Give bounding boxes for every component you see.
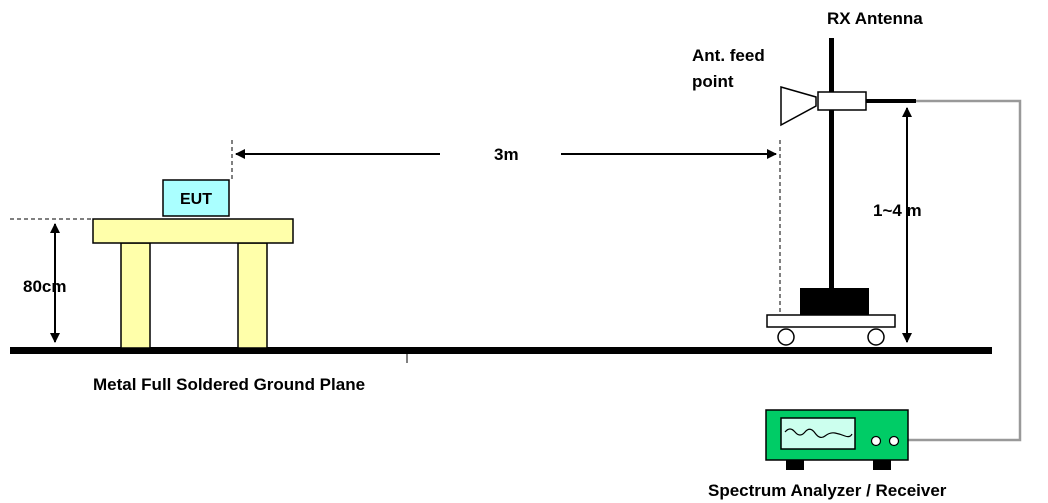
antenna-height-label: 1~4 m: [873, 201, 922, 220]
cart-wheel-right: [867, 328, 885, 346]
distance-label: 3m: [494, 145, 519, 164]
analyzer-screen: [780, 417, 856, 450]
ant-feed-label-line1: Ant. feed: [692, 46, 765, 65]
mast-base-block: [800, 288, 869, 315]
horn-antenna-icon: [780, 86, 817, 127]
analyzer-foot-left: [786, 459, 804, 470]
rx-horn-antenna: [780, 86, 916, 127]
cart-wheel-left: [777, 328, 795, 346]
spectrum-analyzer: [765, 409, 909, 470]
table-leg-left: [120, 242, 151, 349]
ground-plane-label: Metal Full Soldered Ground Plane: [93, 375, 365, 394]
analyzer-foot-right: [873, 459, 891, 470]
ground-plane: [10, 347, 992, 354]
ant-feed-label-line2: point: [692, 72, 734, 91]
eut-label: EUT: [180, 191, 212, 208]
rf-cable: [903, 99, 1022, 442]
test-table: [92, 218, 294, 349]
antenna-mast-assembly: [766, 38, 896, 346]
analyzer-knob-left: [870, 435, 882, 447]
antenna-feed-box: [817, 91, 867, 111]
table-leg-right: [237, 242, 268, 349]
table-top: [92, 218, 294, 244]
antenna-mast: [829, 38, 834, 290]
analyzer-waveform-icon: [784, 428, 853, 439]
antenna-boom: [866, 99, 916, 103]
table-height-label: 80cm: [23, 277, 66, 296]
analyzer-label: Spectrum Analyzer / Receiver: [708, 481, 947, 500]
analyzer-knob-right: [888, 435, 900, 447]
eut-box: [162, 179, 230, 217]
rx-antenna-label: RX Antenna: [827, 9, 923, 28]
antenna-cart: [766, 314, 896, 328]
